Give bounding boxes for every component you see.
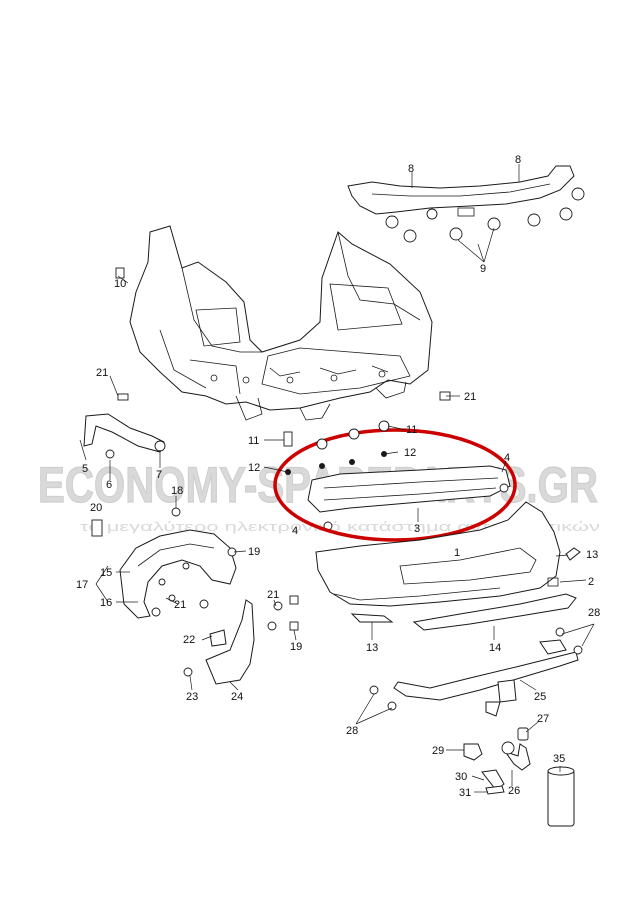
- callout-2: 2: [588, 576, 594, 588]
- callout-5: 5: [82, 463, 88, 475]
- callout-9: 9: [480, 263, 486, 275]
- callout-28-right: 28: [588, 607, 600, 619]
- callout-19-upper: 19: [248, 546, 260, 558]
- callout-21-upper-left: 21: [96, 367, 108, 379]
- callout-15: 15: [100, 567, 112, 579]
- callout-11-left: 11: [248, 435, 259, 447]
- callout-30: 30: [455, 771, 467, 783]
- leader-lines: [79, 164, 595, 793]
- callout-21-liner: 21: [174, 599, 186, 611]
- upper-mounting-bracket: [347, 165, 585, 243]
- small-fasteners: [91, 267, 451, 677]
- callout-3: 3: [414, 523, 420, 535]
- callout-13-bottom: 13: [366, 642, 378, 654]
- tow-ball-parts: [463, 727, 575, 827]
- callout-12-right: 12: [404, 447, 416, 459]
- tow-hitch-crossbar: [369, 627, 583, 717]
- side-bracket: [83, 413, 166, 453]
- mud-flap: [205, 599, 255, 685]
- callout-8-right: 8: [515, 154, 521, 166]
- callout-29: 29: [432, 745, 444, 757]
- callout-22: 22: [183, 634, 195, 646]
- callout-labels: 8 8 9 10 21 21 11 11 12 12 4 4 3 1 13 2 …: [76, 154, 600, 799]
- callout-6: 6: [106, 479, 112, 491]
- bumper-cover: [315, 501, 561, 607]
- callout-35: 35: [553, 753, 565, 765]
- bracket-nuts: [385, 187, 585, 243]
- callout-14: 14: [489, 642, 501, 654]
- callout-13-right: 13: [586, 549, 598, 561]
- callout-17: 17: [76, 579, 88, 591]
- callout-24: 24: [231, 691, 243, 703]
- highlight-ellipse: [273, 428, 517, 542]
- callout-10: 10: [114, 278, 126, 290]
- callout-4-left: 4: [292, 525, 298, 537]
- rear-body-panel: [129, 225, 433, 421]
- callout-23: 23: [186, 691, 198, 703]
- callout-20: 20: [90, 502, 102, 514]
- bumper-reinforcement-beam: [273, 428, 517, 542]
- callout-18: 18: [171, 485, 183, 497]
- lower-trim-strip: [350, 547, 581, 631]
- callout-26: 26: [508, 785, 520, 797]
- callout-12-left: 12: [248, 462, 260, 474]
- callout-16: 16: [100, 597, 112, 609]
- callout-21-right: 21: [464, 391, 476, 403]
- watermark-tagline: το μεγαλύτερο ηλεκτρονικό κατάστημα αντα…: [80, 519, 600, 534]
- wheel-arch-liner: [119, 529, 237, 619]
- callout-27: 27: [537, 713, 549, 725]
- callout-1: 1: [454, 547, 460, 559]
- callout-4-right: 4: [504, 452, 510, 464]
- callout-21-lower: 21: [267, 589, 279, 601]
- callout-7: 7: [156, 469, 162, 481]
- callout-19-lower: 19: [290, 641, 302, 653]
- callout-25: 25: [534, 691, 546, 703]
- callout-31: 31: [459, 787, 471, 799]
- callout-11-right: 11: [406, 424, 417, 436]
- callout-8-left: 8: [408, 163, 414, 175]
- callout-28-left: 28: [346, 725, 358, 737]
